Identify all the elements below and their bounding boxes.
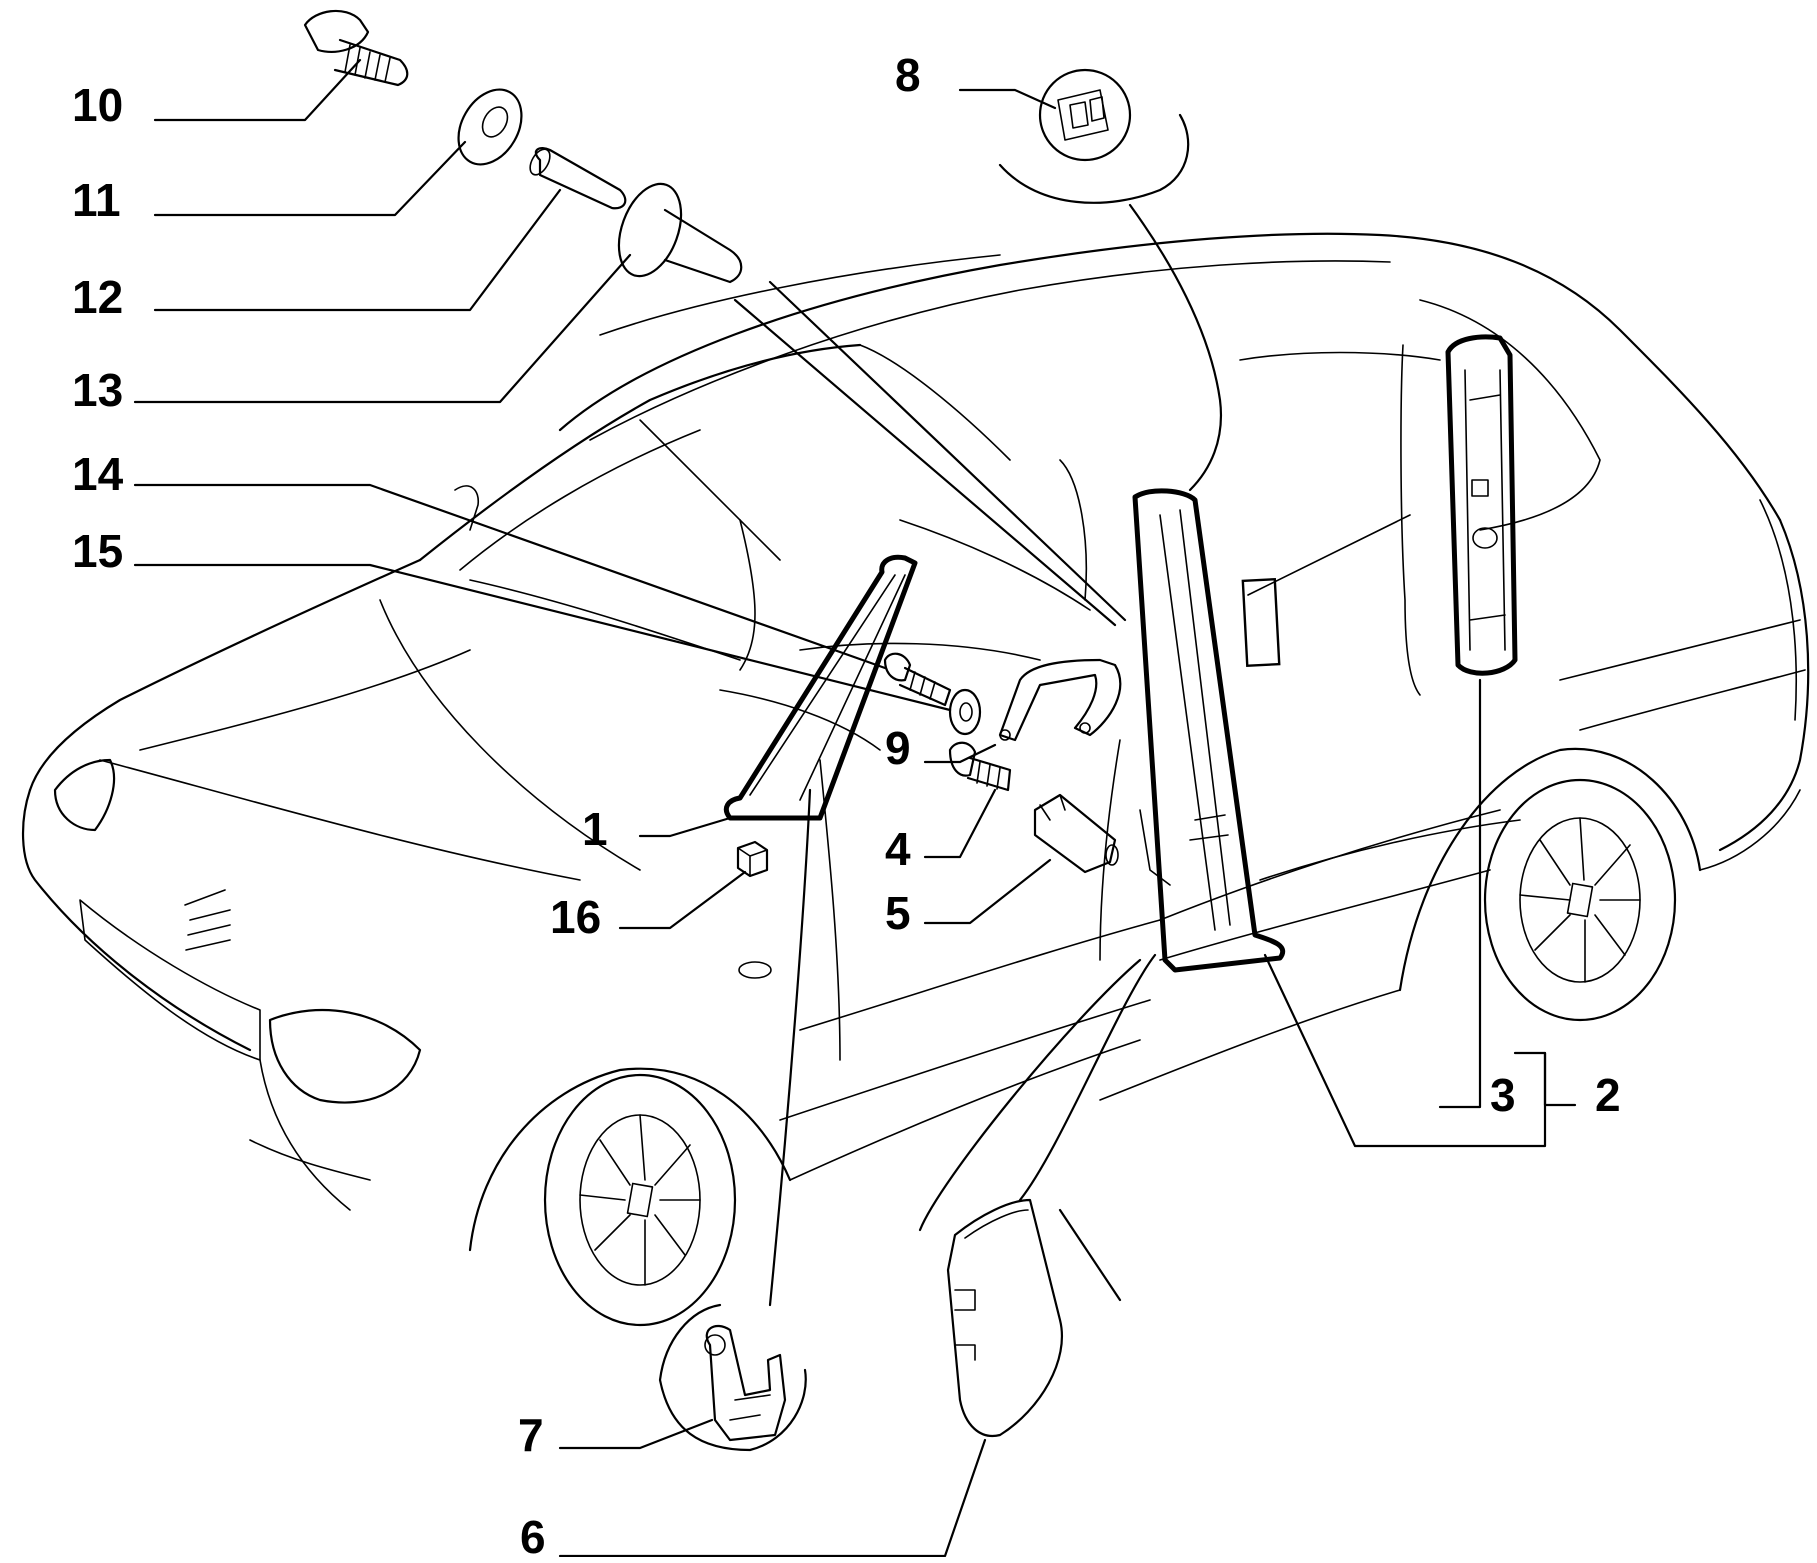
- part-7-bracket: [704, 1324, 787, 1442]
- callout-4: 4: [885, 823, 911, 875]
- callout-7: 7: [518, 1409, 544, 1461]
- callout-1: 1: [582, 803, 608, 855]
- callout-14: 14: [72, 448, 124, 500]
- part-13-plug: [617, 182, 743, 284]
- callout-6: 6: [520, 1511, 546, 1563]
- callout-15: 15: [72, 525, 124, 577]
- part-8-clip: [1038, 68, 1132, 162]
- callout-5: 5: [885, 887, 911, 939]
- callout-8: 8: [895, 49, 921, 101]
- callout-3: 3: [1490, 1069, 1516, 1121]
- detail-guide-line: [1128, 203, 1222, 492]
- leader-lines: [133, 58, 1577, 1557]
- part-10-bolt: [303, 9, 409, 87]
- callout-16: 16: [550, 891, 602, 943]
- detail-lens-arc: [998, 113, 1190, 204]
- part-16-cube: [736, 840, 769, 878]
- part-4-screw: [948, 741, 1012, 792]
- part-11-washer: [457, 88, 523, 166]
- part-15-washer: [948, 688, 982, 736]
- callout-9: 9: [885, 722, 911, 774]
- part-1-a-pillar-trim: [723, 554, 918, 821]
- car-outline: [22, 232, 1810, 1327]
- callout-13: 13: [72, 364, 124, 416]
- part-3-side-trim: [1445, 334, 1518, 676]
- part-6-panel: [946, 1198, 1063, 1438]
- detail-guide-right: [1400, 344, 1421, 696]
- callout-10: 10: [72, 79, 124, 131]
- detail-lens-7: [658, 1303, 807, 1452]
- callout-12: 12: [72, 271, 124, 323]
- callout-11: 11: [72, 174, 121, 226]
- part-14-bolt: [883, 652, 952, 707]
- callout-2: 2: [1595, 1069, 1621, 1121]
- part-12-pin: [529, 146, 627, 210]
- part-b-pillar-trim: [1132, 488, 1285, 973]
- part-9-bracket: [998, 658, 1122, 742]
- part-5-clip: [1033, 793, 1119, 874]
